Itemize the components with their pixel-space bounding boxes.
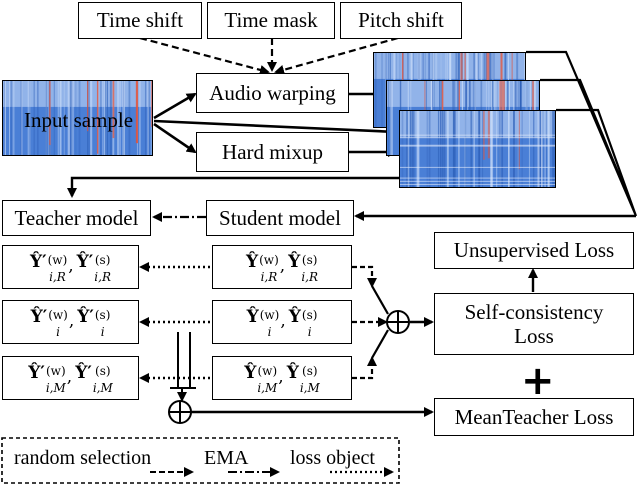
time-shift-label: Time shift	[96, 8, 184, 33]
audio-warping-box: Audio warping	[196, 73, 349, 113]
math-term-strong: Ŷ′(s)i,M	[75, 363, 113, 395]
teacher-model-label: Teacher model	[14, 205, 139, 230]
spectrogram-texture	[400, 111, 555, 187]
augmented-spectrogram-3	[399, 110, 556, 188]
to-oplus-right	[371, 285, 389, 359]
input-sample-label: Input sample	[24, 108, 134, 132]
arrow-input-warping	[153, 92, 197, 120]
pitch-shift-label: Pitch shift	[358, 8, 444, 33]
teacher-model-box: Teacher model	[2, 200, 151, 236]
math-term-weak: Ŷ(w)i,R	[245, 252, 279, 284]
math-comma: ,	[278, 367, 284, 388]
math-term-strong: Ŷ′(s)i	[77, 307, 111, 339]
teacher-output-row-3: Ŷ′(w)i,M,Ŷ′(s)i,M	[2, 356, 139, 400]
arrow-pitch-shift	[274, 36, 399, 75]
hard-mixup-label: Hard mixup	[222, 139, 323, 164]
self-consistency-label-line2: Loss	[514, 324, 554, 348]
student-output-row-3: Ŷ(w)i,M,Ŷ(s)i,M	[212, 356, 352, 400]
math-comma: ,	[280, 311, 286, 332]
pitch-shift-box: Pitch shift	[340, 2, 462, 39]
time-shift-box: Time shift	[78, 2, 202, 39]
meanteacher-loss-label: MeanTeacher Loss	[454, 404, 614, 429]
math-term-weak: Ŷ(w)i	[246, 307, 280, 339]
student-output-row-2: Ŷ(w)i,Ŷ(s)i	[212, 300, 352, 344]
arrow-input-spec3	[153, 119, 398, 137]
teacher-collect	[170, 332, 196, 389]
unsupervised-loss-label: Unsupervised Loss	[453, 238, 615, 263]
funnel-lines	[526, 50, 638, 217]
math-comma: ,	[68, 311, 75, 332]
student-model-label: Student model	[219, 205, 341, 230]
math-comma: ,	[66, 367, 73, 388]
math-term-strong: Ŷ′(s)i,R	[76, 252, 111, 284]
audio-warping-label: Audio warping	[209, 80, 336, 105]
math-term-weak: Ŷ(w)i,M	[244, 363, 278, 395]
self-consistency-label-line1: Self-consistency	[464, 299, 604, 324]
legend-loss-object: loss object	[290, 447, 375, 469]
self-consistency-loss-box: Self-consistency Loss	[434, 293, 634, 355]
plus-sign: +	[521, 358, 555, 404]
dashed-right-row1	[352, 265, 377, 288]
student-output-row-1: Ŷ(w)i,R,Ŷ(s)i,R	[212, 245, 352, 289]
teacher-output-row-1: Ŷ′(w)i,R,Ŷ′(s)i,R	[2, 245, 139, 289]
time-mask-label: Time mask	[224, 8, 318, 33]
time-mask-box: Time mask	[207, 2, 335, 39]
oplus-right	[386, 310, 410, 334]
oplus-bottom	[168, 400, 192, 424]
spectrogram-texture	[3, 81, 152, 155]
math-comma: ,	[279, 256, 286, 277]
legend-random-selection: random selection	[14, 447, 152, 469]
dashed-right-row3	[352, 356, 377, 380]
math-term-weak: Ŷ′(w)i,R	[30, 252, 68, 284]
unsupervised-loss-box: Unsupervised Loss	[434, 232, 634, 269]
student-model-box: Student model	[206, 200, 354, 236]
math-term-weak: Ŷ′(w)i,M	[28, 363, 66, 395]
math-term-strong: Ŷ(s)i,M	[286, 363, 320, 395]
input-spectrogram	[2, 80, 153, 156]
meanteacher-loss-box: MeanTeacher Loss	[434, 398, 634, 436]
legend-ema: EMA	[204, 447, 249, 469]
hard-mixup-box: Hard mixup	[196, 132, 349, 172]
arrow-input-mixup	[153, 122, 197, 154]
loop-line	[67, 176, 520, 198]
legend-frame	[1, 437, 400, 484]
teacher-output-row-2: Ŷ′(w)i,Ŷ′(s)i	[2, 300, 139, 344]
arrow-time-shift	[139, 36, 270, 75]
math-comma: ,	[68, 256, 74, 277]
math-term-strong: Ŷ(s)i,R	[288, 252, 318, 284]
math-term-strong: Ŷ(s)i	[288, 307, 318, 339]
math-term-weak: Ŷ′(w)i	[30, 307, 68, 339]
